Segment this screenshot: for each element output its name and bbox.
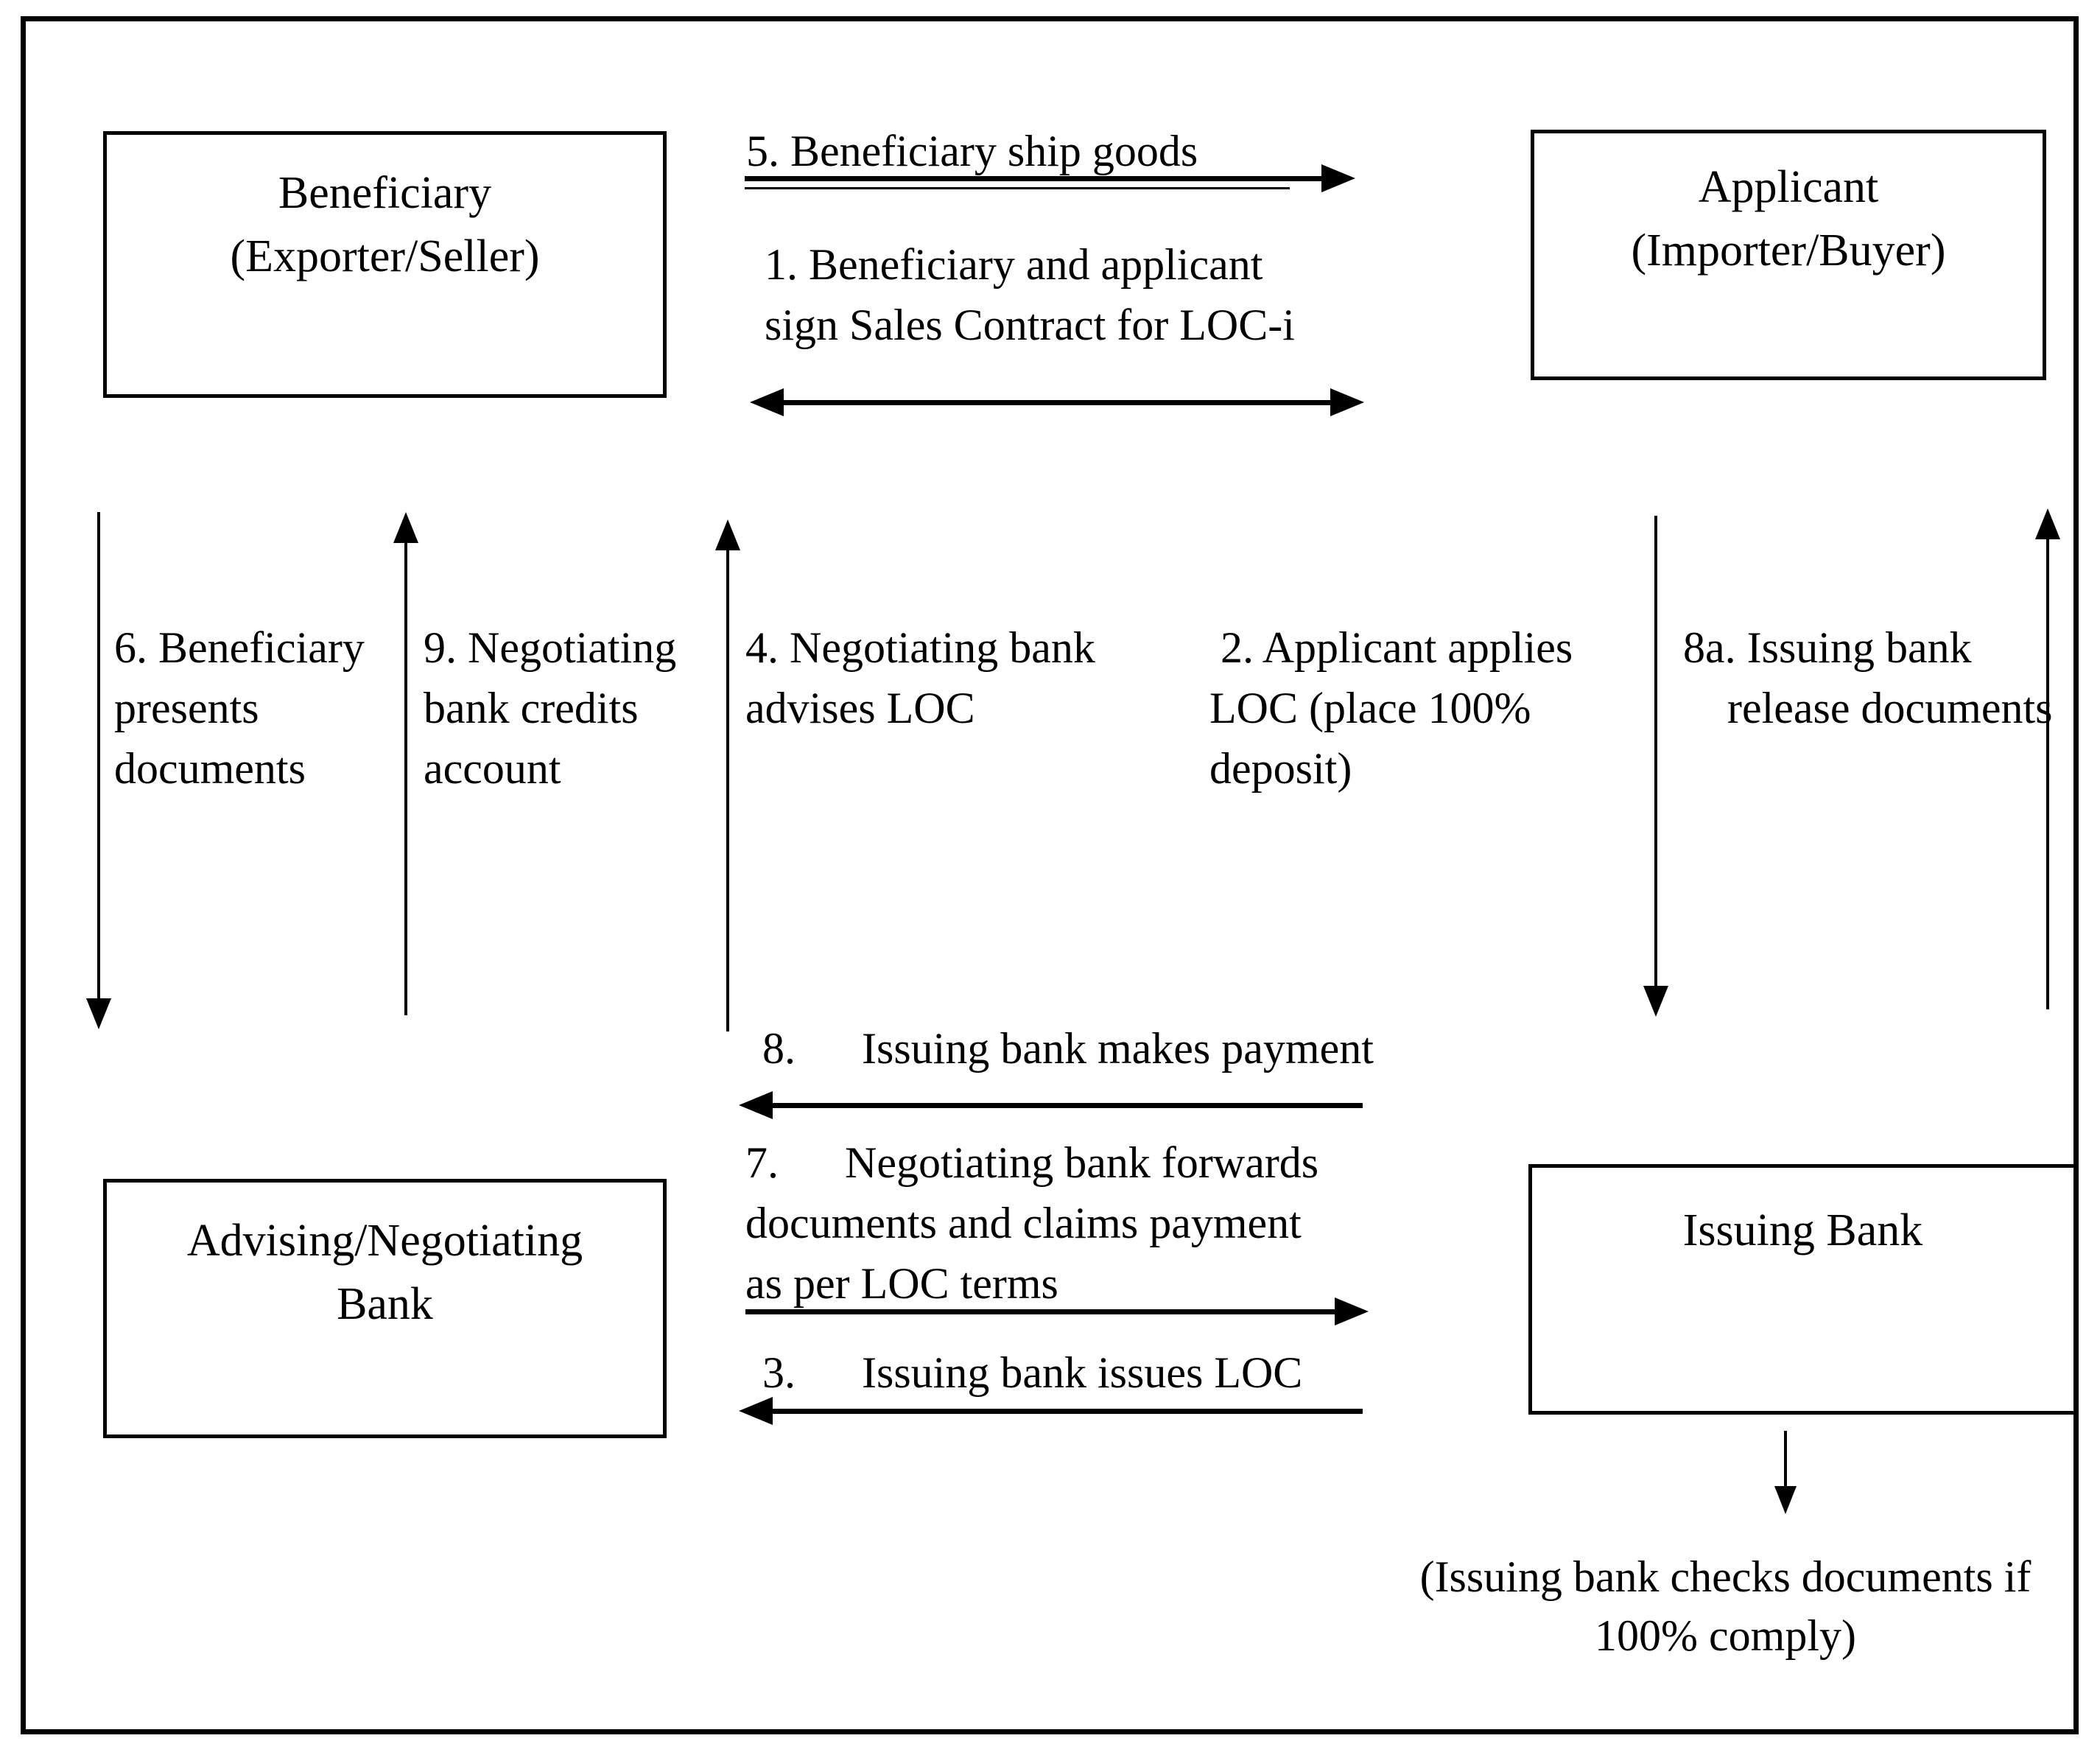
box-advising-bank-line1: Advising/Negotiating [186, 1216, 583, 1266]
label-step8a-line1: 8a. Issuing bank [1683, 623, 1972, 672]
arrow-release-documents-head-up-icon [2035, 508, 2060, 539]
label-step4-line1: 4. Negotiating bank [745, 623, 1095, 672]
arrow-credits-account-head-up-icon [393, 512, 418, 543]
label-step5-line1: 5. Beneficiary ship goods [746, 127, 1198, 175]
outer-border [21, 16, 2079, 1734]
label-step8a-line2: release documents [1683, 684, 2053, 732]
arrow-sales-contract-head-right-icon [1330, 388, 1364, 416]
label-step7-line2: documents and claims payment [745, 1199, 1302, 1247]
label-step1-line2: sign Sales Contract for LOC-i [765, 301, 1295, 349]
label-step3-line1: 3. Issuing bank issues LOC [762, 1348, 1303, 1397]
arrow-forwards-documents-head-right-icon [1335, 1297, 1369, 1325]
label-step7-line3: as per LOC terms [745, 1259, 1058, 1308]
box-issuing-bank-line1: Issuing Bank [1682, 1205, 1923, 1255]
label-step5: 5. Beneficiary ship goods [746, 121, 1198, 181]
box-advising-bank: Advising/Negotiating Bank [103, 1179, 667, 1438]
arrow-makes-payment-shaft [771, 1103, 1363, 1108]
arrow-issues-loc-shaft [771, 1409, 1363, 1414]
arrow-presents-documents-head-down-icon [86, 998, 111, 1029]
label-step9-line3: account [424, 744, 561, 793]
box-issuing-bank: Issuing Bank [1528, 1164, 2077, 1415]
label-step9-line1: 9. Negotiating [424, 623, 677, 672]
box-applicant-line1: Applicant [1698, 162, 1879, 212]
arrow-ship-goods-underline [745, 187, 1290, 189]
arrow-advises-loc-head-up-icon [715, 519, 740, 550]
box-applicant-line2: (Importer/Buyer) [1631, 225, 1946, 276]
label-step3: 3. Issuing bank issues LOC [762, 1342, 1302, 1403]
arrow-advises-loc-line [726, 549, 729, 1031]
arrow-sales-contract-head-left-icon [750, 388, 784, 416]
label-step4-line2: advises LOC [745, 684, 975, 732]
label-step7: 7. Negotiating bank forwards documents a… [745, 1132, 1318, 1314]
label-step8-line1: 8. Issuing bank makes payment [762, 1024, 1374, 1073]
label-step6-line3: documents [114, 744, 306, 793]
arrow-forwards-documents-shaft [745, 1309, 1335, 1314]
box-beneficiary: Beneficiary (Exporter/Seller) [103, 131, 667, 398]
label-note-line1: (Issuing bank checks documents if [1419, 1552, 2031, 1601]
box-applicant: Applicant (Importer/Buyer) [1531, 130, 2046, 380]
label-step9: 9. Negotiating bank credits account [424, 617, 676, 799]
box-beneficiary-line2: (Exporter/Seller) [230, 231, 540, 281]
label-step1-line1: 1. Beneficiary and applicant [765, 240, 1263, 289]
arrow-release-documents-line [2046, 538, 2049, 1009]
label-step9-line2: bank credits [424, 684, 639, 732]
label-step2: 2. Applicant applies LOC (place 100% dep… [1209, 617, 1573, 799]
arrow-credits-account-line [404, 542, 407, 1015]
box-beneficiary-line1: Beneficiary [278, 168, 492, 218]
label-note-line2: 100% comply) [1595, 1611, 1856, 1660]
label-step4: 4. Negotiating bank advises LOC [745, 617, 1095, 738]
label-step8: 8. Issuing bank makes payment [762, 1018, 1374, 1079]
arrow-checks-documents-line [1784, 1431, 1787, 1488]
arrow-makes-payment-head-left-icon [739, 1091, 773, 1119]
arrow-applies-loc-head-down-icon [1643, 986, 1668, 1017]
arrow-ship-goods-shaft [745, 176, 1321, 181]
label-step7-line1: 7. Negotiating bank forwards [745, 1138, 1319, 1187]
arrow-sales-contract-shaft [782, 400, 1332, 405]
label-step2-line2: LOC (place 100% [1209, 684, 1531, 732]
label-step6-line1: 6. Beneficiary [114, 623, 365, 672]
arrow-issues-loc-head-left-icon [739, 1397, 773, 1425]
label-step1: 1. Beneficiary and applicant sign Sales … [765, 234, 1295, 355]
label-note: (Issuing bank checks documents if 100% c… [1377, 1547, 2073, 1665]
label-step2-line3: deposit) [1209, 744, 1352, 793]
label-step6-line2: presents [114, 684, 259, 732]
arrow-ship-goods-head-right-icon [1321, 164, 1355, 192]
label-step6: 6. Beneficiary presents documents [114, 617, 365, 799]
label-step2-line1: 2. Applicant applies [1209, 623, 1573, 672]
arrow-presents-documents-line [97, 512, 100, 998]
box-advising-bank-line2: Bank [337, 1279, 433, 1329]
arrow-checks-documents-head-down-icon [1774, 1486, 1797, 1514]
label-step8a: 8a. Issuing bank release documents [1683, 617, 2052, 738]
arrow-applies-loc-line [1654, 516, 1657, 986]
